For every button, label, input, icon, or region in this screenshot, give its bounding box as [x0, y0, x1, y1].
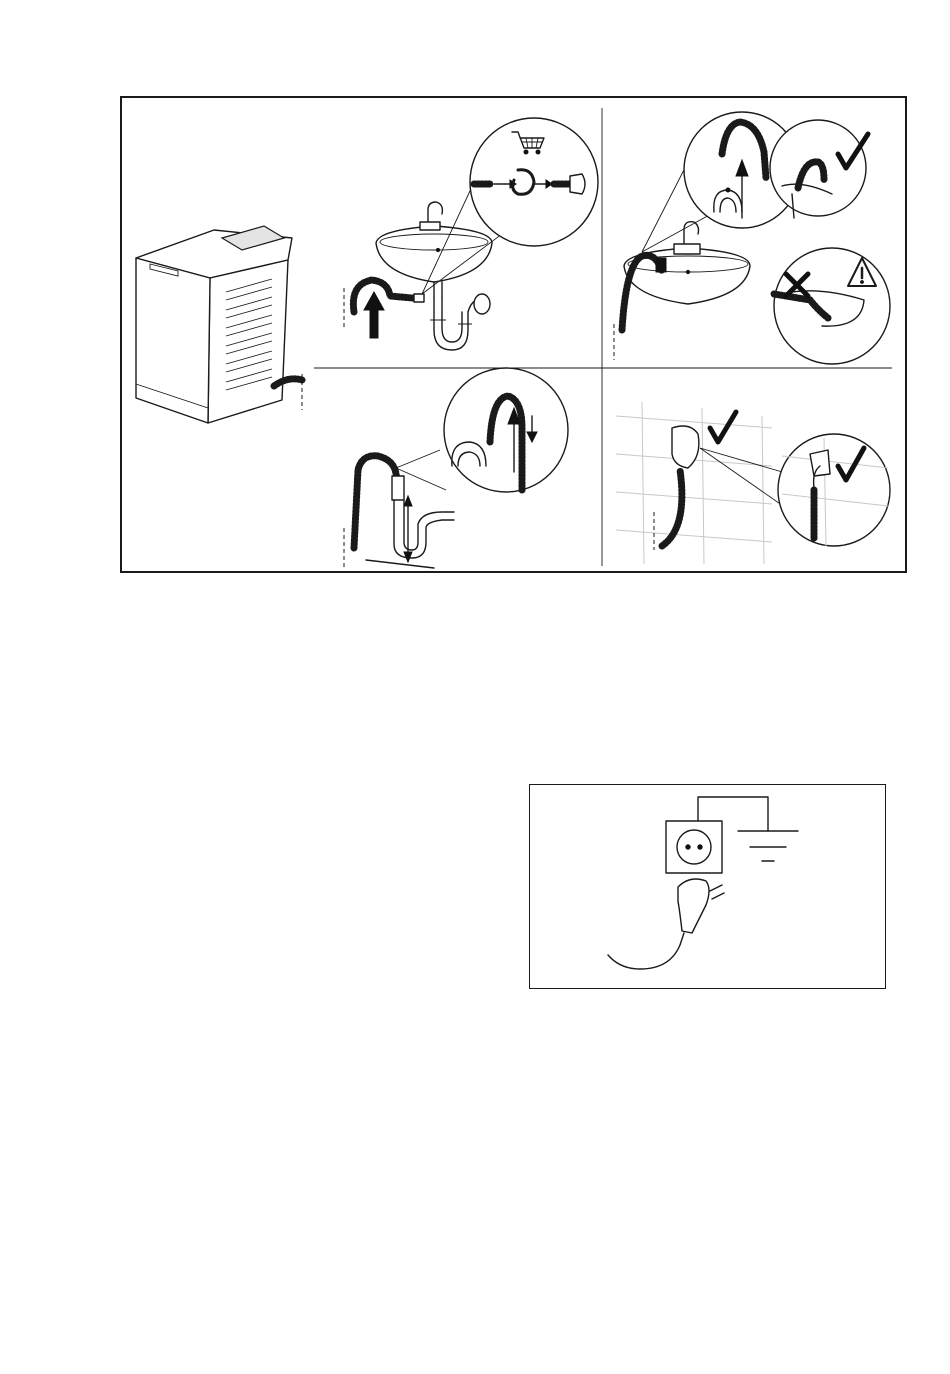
correct-callout-circle: [770, 120, 866, 216]
schuko-plug-icon: [608, 879, 724, 969]
earth-ground-icon: [738, 831, 798, 861]
drain-hose-installation-figure: [120, 96, 907, 573]
washing-machine-illustration: [136, 226, 302, 423]
check-mark-icon: [710, 412, 736, 442]
electrical-illustration: [530, 785, 887, 990]
wall-drain-illustration: [616, 402, 890, 564]
wall-socket-icon: [666, 821, 722, 873]
sink-edge-illustration: [614, 112, 890, 364]
incorrect-callout-circle: [774, 248, 890, 364]
electrical-connection-figure: [529, 784, 886, 989]
drain-hose-illustration: [122, 98, 909, 575]
sink-siphon-illustration: [344, 118, 598, 350]
standpipe-illustration: [344, 368, 568, 568]
